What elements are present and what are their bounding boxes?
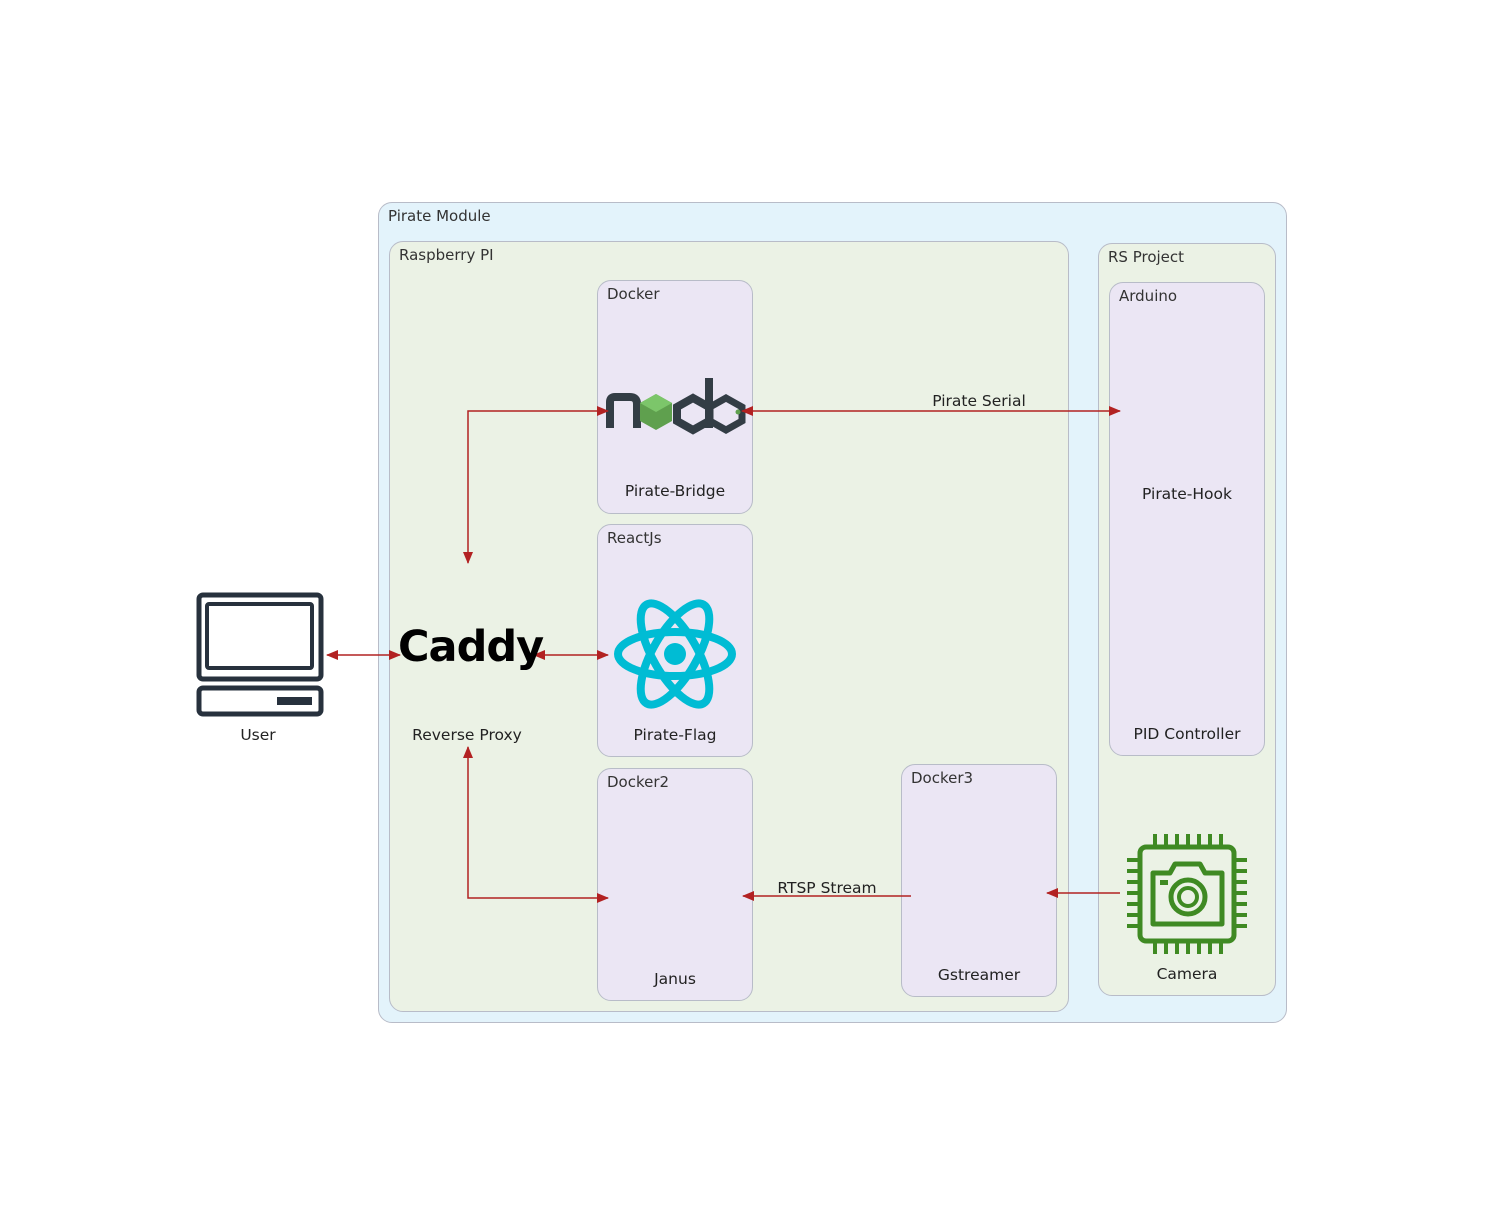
cluster-title: Raspberry PI [399, 246, 494, 264]
pirate-flag-label: Pirate-Flag [633, 726, 717, 744]
edge-label-rtsp-stream: RTSP Stream [777, 879, 877, 897]
react-logo [614, 599, 736, 709]
gstreamer-label: Gstreamer [937, 966, 1021, 984]
computer-icon [196, 592, 324, 717]
cluster-title: RS Project [1108, 248, 1185, 266]
reverse-proxy-label: Reverse Proxy [412, 726, 522, 744]
cluster-title: ReactJs [607, 529, 662, 547]
edge-caddy-bridge [463, 406, 609, 564]
cluster-title: Docker3 [911, 769, 974, 787]
pid-controller-label: PID Controller [1133, 725, 1241, 743]
camera-label: Camera [1156, 965, 1218, 983]
cluster-docker3: Docker3 [901, 764, 1057, 997]
cluster-title: Pirate Module [388, 207, 491, 225]
user-label: User [240, 726, 276, 744]
edges [326, 406, 1121, 903]
cluster-arduino: Arduino [1109, 282, 1265, 756]
pirate-bridge-label: Pirate-Bridge [624, 482, 726, 500]
cluster-title: Docker [607, 285, 660, 303]
cluster-title: Arduino [1119, 287, 1178, 305]
pirate-hook-label: Pirate-Hook [1142, 485, 1232, 503]
janus-label: Janus [654, 970, 696, 988]
nodejs-logo [606, 378, 746, 435]
cluster-docker2: Docker2 [597, 768, 753, 1001]
edge-caddy-janus [463, 746, 609, 903]
cluster-title: Docker2 [607, 773, 670, 791]
edge-label-pirate-serial: Pirate Serial [932, 392, 1026, 410]
camera-chip-icon [1127, 834, 1247, 954]
caddy-logo: Caddy [398, 622, 544, 672]
